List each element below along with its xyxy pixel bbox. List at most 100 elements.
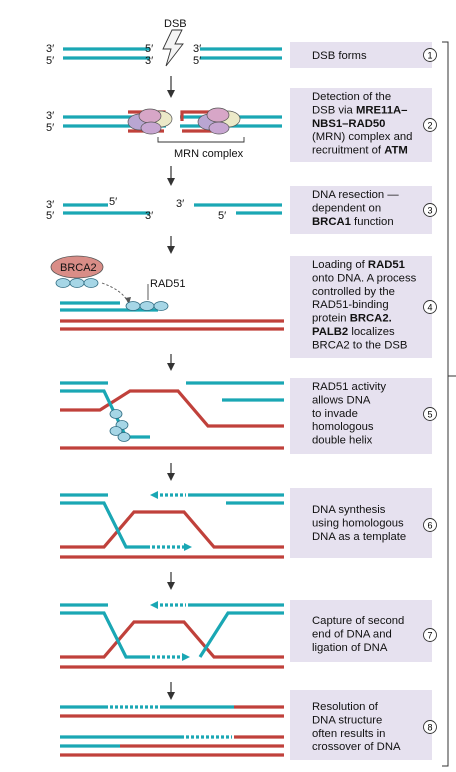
synthesis-arrows	[150, 491, 192, 551]
description-line-2: DNA structure	[312, 714, 382, 726]
end-label-5prime-step3: 5′	[46, 210, 54, 222]
svg-text:3: 3	[427, 206, 432, 216]
mrn-complex-label: MRN complex	[174, 148, 244, 160]
arrow-step-4-to-5	[167, 354, 175, 371]
end-label-3prime-overhang-bottom: 3′	[145, 210, 153, 222]
description-line-3: function	[351, 216, 394, 228]
ligation-arrows	[150, 601, 190, 661]
step-7-number: 7	[423, 628, 437, 642]
step-5-number: 5	[423, 407, 437, 421]
step-5-illustration	[60, 381, 284, 450]
step-panels	[290, 42, 432, 760]
arrow-step-2-to-3	[167, 166, 175, 186]
description-line-6: PALB2	[312, 326, 348, 338]
description-line-3: BRCA1	[312, 216, 351, 228]
description-line-2: DSB via	[312, 104, 356, 116]
end-label-5prime-left-bottom: 5′	[46, 55, 54, 67]
rad51-invading	[109, 409, 131, 442]
arrow-step-5-to-6	[167, 463, 175, 481]
description-line-3: ligation of DNA	[312, 642, 388, 654]
svg-text:6: 6	[427, 521, 432, 531]
description-line-1: RAD51	[368, 259, 405, 271]
step-8-panel	[290, 690, 432, 760]
step-5-panel	[290, 378, 432, 454]
step-6-illustration	[60, 491, 284, 559]
end-label-5prime-resected-top: 5′	[109, 196, 117, 208]
mrn-bracket	[157, 137, 245, 143]
lightning-bolt-icon	[162, 29, 184, 67]
rad51-filament	[125, 301, 169, 311]
phase-brackets	[442, 41, 456, 767]
dsb-label: DSB	[164, 18, 187, 30]
description-line-4: (MRN) complex and	[312, 131, 412, 143]
description-line-3: often results in	[312, 728, 385, 740]
description-line-5: BRCA2.	[350, 313, 392, 325]
end-label-5prime-step2: 5′	[46, 122, 54, 134]
end-label-3prime-step2: 3′	[46, 110, 54, 122]
description-line-3: DNA as a template	[312, 531, 406, 543]
rad51-label: RAD51	[150, 278, 185, 290]
step-7-panel	[290, 600, 432, 662]
mrn-complex-right	[197, 107, 241, 135]
svg-text:1: 1	[427, 51, 432, 61]
description-line-3: to invade	[312, 408, 358, 420]
lower-phase-bracket	[442, 376, 449, 767]
description-line-2: MRE11A–	[356, 104, 408, 116]
description-line-1: Loading of	[312, 259, 368, 271]
description-line-6: localizes	[348, 326, 395, 338]
end-label-3prime-overhang-top: 3′	[176, 198, 184, 210]
end-label-5prime-break-top-left: 5′	[145, 43, 153, 55]
step-1-illustration: DSB 3′ 5′ 5′ 3′ 3′ 5′	[46, 18, 282, 67]
end-label-5prime-break-bottom-right: 5′	[193, 55, 201, 67]
description-line-2: end of DNA and	[312, 628, 392, 640]
svg-text:7: 7	[427, 631, 432, 641]
arrow-step-6-to-7	[167, 572, 175, 590]
description-line-2: using homologous	[312, 517, 404, 529]
end-label-3prime-step3: 3′	[46, 199, 54, 211]
step-8-illustration	[60, 705, 284, 757]
step-3-illustration: 3′ 5′ 5′ 3′ 3′ 5′	[46, 196, 282, 222]
svg-text:2: 2	[427, 121, 432, 131]
arrow-step-7-to-8	[167, 682, 175, 700]
step-1-number: 1	[423, 48, 437, 62]
description-line-1: Detection of the	[312, 91, 391, 103]
description-line-4: crossover of DNA	[312, 741, 401, 753]
step-1-panel	[290, 42, 432, 68]
step-7-illustration	[60, 601, 284, 669]
description-line-1: Resolution of	[312, 701, 379, 713]
description-line-4: homologous	[312, 421, 374, 433]
description-line-5: double helix	[312, 435, 373, 447]
end-label-3prime-left-top: 3′	[46, 43, 54, 55]
svg-text:8: 8	[427, 723, 432, 733]
description-line-5: ATM	[384, 145, 408, 157]
step-numbers: 1 2 3 4 5 6 7 8	[423, 48, 437, 734]
svg-text:4: 4	[427, 303, 432, 313]
description-line-1: RAD51 activity	[312, 381, 386, 393]
description-line-5: protein	[312, 313, 350, 325]
description-line-1: Capture of second	[312, 615, 404, 627]
step-3-panel	[290, 186, 432, 234]
rad51-on-brca2	[55, 278, 99, 288]
description-line-1: DSB forms	[312, 50, 367, 62]
arrow-step-1-to-2	[167, 76, 175, 98]
description-line-2: onto DNA. A process	[312, 272, 417, 284]
step-6-panel	[290, 488, 432, 558]
brca2-protein: BRCA2	[50, 255, 104, 279]
description-line-4: RAD51-binding	[312, 299, 389, 311]
mrn-complex-left	[127, 108, 173, 135]
step-1-description: DSB forms	[312, 50, 367, 62]
description-line-2: allows DNA	[312, 394, 371, 406]
step-2-number: 2	[423, 118, 437, 132]
loading-arrow	[101, 282, 129, 303]
description-line-5: recruitment of	[312, 145, 384, 157]
step-8-number: 8	[423, 720, 437, 734]
step-4-number: 4	[423, 300, 437, 314]
description-line-3: controlled by the	[312, 286, 395, 298]
